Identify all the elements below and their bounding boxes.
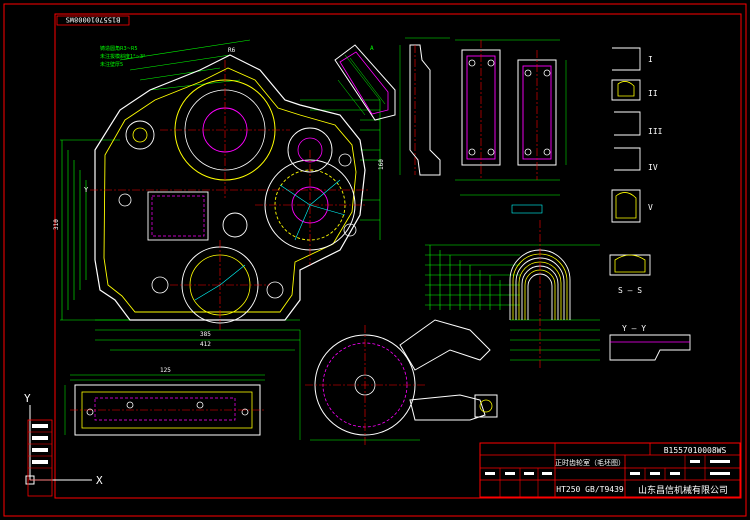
company-name: 山东昌信机械有限公司 [638, 484, 728, 496]
dim-r6: R6 [228, 47, 236, 54]
roman-detail-sections[interactable]: I II III IV V [611, 47, 663, 223]
dim-385: 385 [200, 331, 211, 338]
bottom-plan-view[interactable]: 125 [64, 367, 265, 436]
section-y-y[interactable]: Y — Y [609, 324, 691, 361]
side-profile-view[interactable] [399, 37, 450, 176]
section-view-slots[interactable] [455, 39, 567, 196]
section-roman-3: III [648, 127, 663, 136]
note-3: 未注壁厚5 [100, 61, 123, 68]
outer-frame [3, 3, 747, 517]
title-block[interactable]: B1557010008WS 正时齿轮室（毛坯图） HT250 GB/T9439 … [479, 442, 741, 498]
detail-view-top[interactable]: A [334, 44, 396, 121]
material: HT250 GB/T9439 [556, 485, 624, 494]
front-view[interactable]: 铸造圆角R3~R5 未注拔模斜度1°~3° 未注壁厚5 412 385 310 … [53, 39, 385, 351]
inner-frame [54, 13, 742, 499]
section-y-y-label: Y — Y [622, 324, 646, 333]
detail-a-label: A [370, 45, 374, 52]
section-s-s-label: S — S [618, 286, 642, 295]
lever-detail-view[interactable] [299, 319, 498, 445]
revision-strip [27, 419, 53, 497]
mirrored-drawing-number: B1557010008WS [66, 16, 121, 24]
part-name: 正时齿轮室（毛坯图） [555, 458, 625, 467]
section-roman-5: V [648, 203, 653, 212]
dim-160: 160 [378, 159, 385, 170]
ucs-y-label: Y [24, 392, 31, 405]
section-s-s[interactable]: S — S [609, 254, 651, 295]
section-roman-1: I [648, 55, 653, 64]
section-y-marker: Y [84, 186, 89, 194]
dim-412: 412 [200, 341, 211, 348]
mirrored-title-box [56, 15, 130, 26]
dim-310: 310 [53, 219, 60, 230]
note-2: 未注拔模斜度1°~3° [100, 53, 146, 60]
note-1: 铸造圆角R3~R5 [100, 45, 138, 52]
nested-arcs-detail[interactable] [425, 204, 600, 370]
ucs-x-label: X [96, 474, 103, 487]
section-roman-2: II [648, 89, 658, 98]
drawing-number: B1557010008WS [664, 446, 727, 455]
dim-bottom-view: 125 [160, 367, 171, 374]
section-roman-4: IV [648, 163, 658, 172]
